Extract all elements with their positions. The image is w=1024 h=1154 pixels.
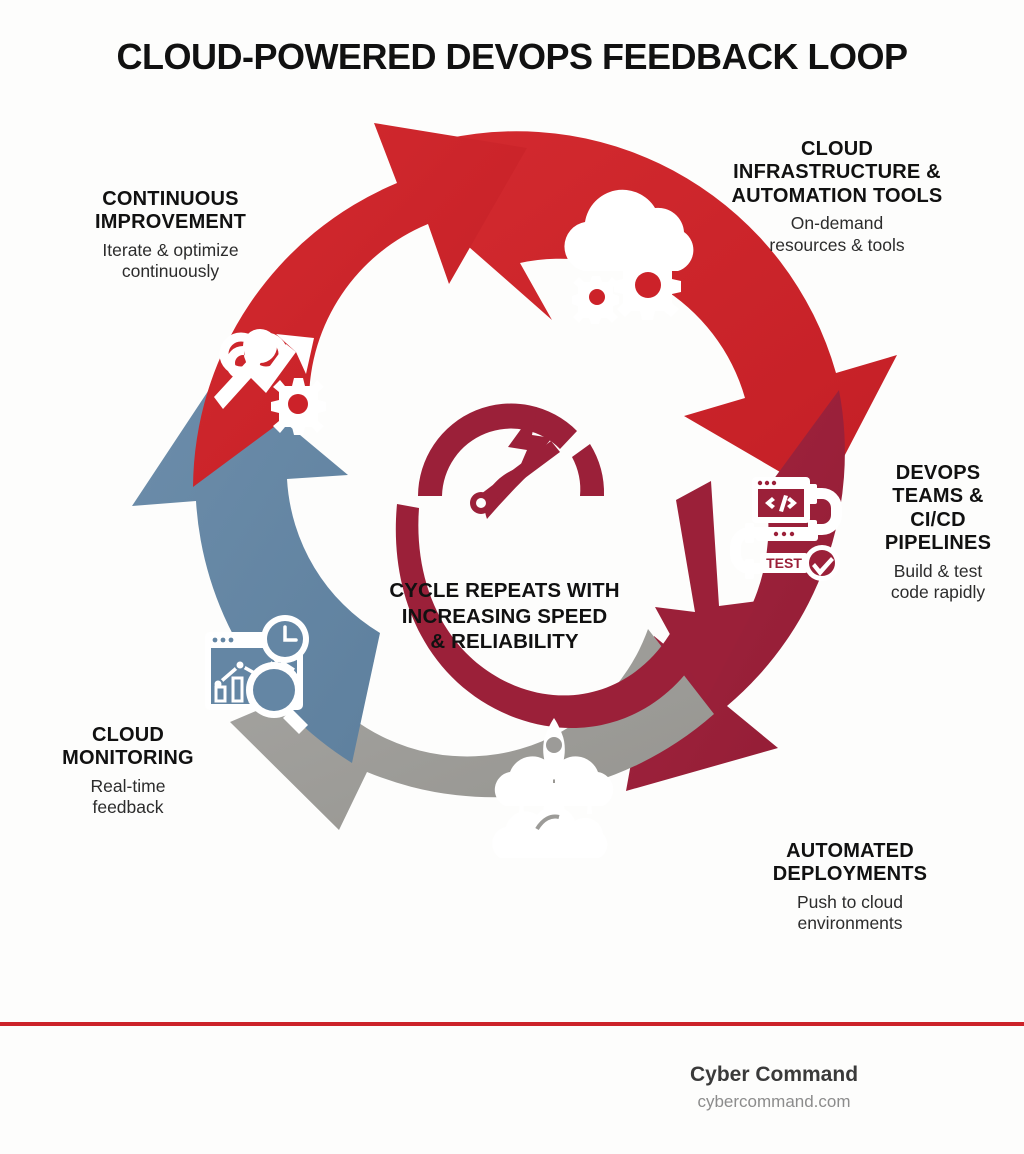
stage-heading: CLOUD MONITORING	[62, 724, 194, 770]
stage-label-continuous-improvement[interactable]: CONTINUOUS IMPROVEMENT Iterate & optimiz…	[28, 188, 313, 282]
stage-subtext: On-demand resources & tools	[769, 213, 905, 255]
stage-subtext: Real-time feedback	[90, 775, 166, 818]
dashboard-chart-clock-magnifier-icon	[205, 615, 309, 734]
segment-continuous-improvement[interactable]	[193, 123, 527, 487]
stage-label-devops-cicd[interactable]: DEVOPS TEAMS & CI/CD PIPELINES Build & t…	[852, 462, 1024, 603]
infinity-growth-arrow-gear-icon	[214, 329, 326, 435]
stage-heading: AUTOMATED DEPLOYMENTS	[772, 840, 928, 886]
footer-divider	[0, 1022, 1024, 1026]
rocket-launch-cloud-icon	[492, 718, 614, 858]
code-pipeline-test-check-icon: TEST	[730, 477, 842, 581]
footer-url: cybercommand.com	[697, 1092, 851, 1111]
cloud-gears-icon	[564, 189, 694, 324]
footer-brand: Cyber Command	[689, 1063, 859, 1086]
stage-label-cloud-infrastructure[interactable]: CLOUD INFRASTRUCTURE & AUTOMATION TOOLS …	[672, 138, 1002, 256]
page-title: CLOUD-POWERED DEVOPS FEEDBACK LOOP	[116, 36, 908, 77]
stage-heading: CLOUD INFRASTRUCTURE & AUTOMATION TOOLS	[731, 138, 943, 207]
speedometer-lightning-arrow-icon	[395, 403, 758, 729]
stage-heading: CONTINUOUS IMPROVEMENT	[94, 188, 247, 234]
segment-cloud-infrastructure[interactable]	[411, 131, 897, 498]
test-badge-label: TEST	[766, 555, 802, 571]
center-caption: CYCLE REPEATS WITH INCREASING SPEED & RE…	[389, 579, 620, 654]
stage-label-automated-deployments[interactable]: AUTOMATED DEPLOYMENTS Push to cloud envi…	[690, 840, 1010, 934]
stage-subtext: Build & test code rapidly	[890, 560, 986, 602]
stage-subtext: Push to cloud environments	[796, 891, 904, 934]
stage-heading: DEVOPS TEAMS & CI/CD PIPELINES	[884, 462, 992, 555]
stage-subtext: Iterate & optimize continuously	[102, 239, 239, 282]
stage-label-cloud-monitoring[interactable]: CLOUD MONITORING Real-time feedback	[8, 724, 248, 818]
